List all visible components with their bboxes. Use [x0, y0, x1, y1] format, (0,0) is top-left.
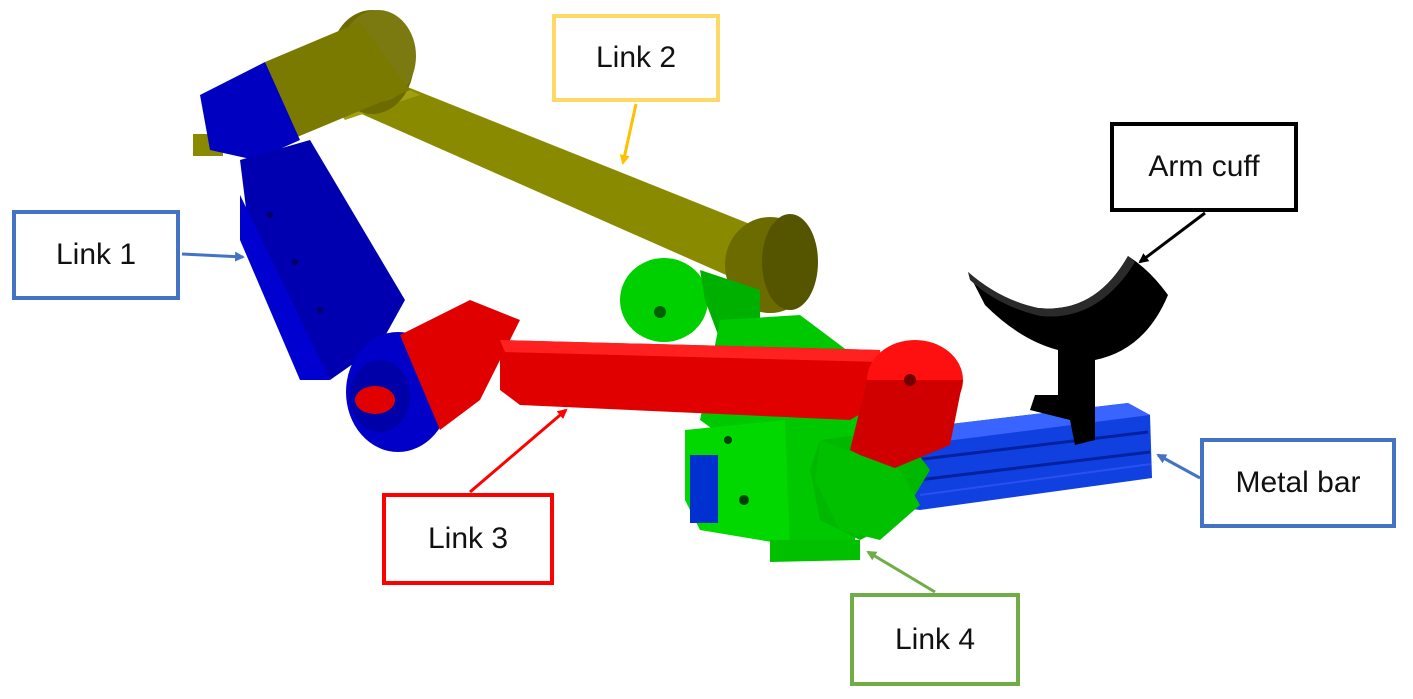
link1-label: Link 1 [12, 210, 180, 300]
link3-label: Link 3 [382, 493, 554, 585]
link2-part [193, 10, 818, 313]
arm-cuff-part [968, 256, 1168, 445]
link2-arrow [619, 103, 638, 165]
link2-label: Link 2 [552, 14, 720, 102]
link3-arrow [469, 408, 568, 494]
arm-cuff-label: Arm cuff [1110, 122, 1298, 212]
link3-part [400, 300, 963, 540]
arm-cuff-arrow [1138, 211, 1206, 264]
metal-bar-label: Metal bar [1200, 438, 1396, 528]
link4-label: Link 4 [850, 593, 1020, 686]
link1-arrow [181, 251, 245, 262]
link4-arrow [866, 550, 936, 594]
metal-bar-arrow [1156, 453, 1201, 480]
